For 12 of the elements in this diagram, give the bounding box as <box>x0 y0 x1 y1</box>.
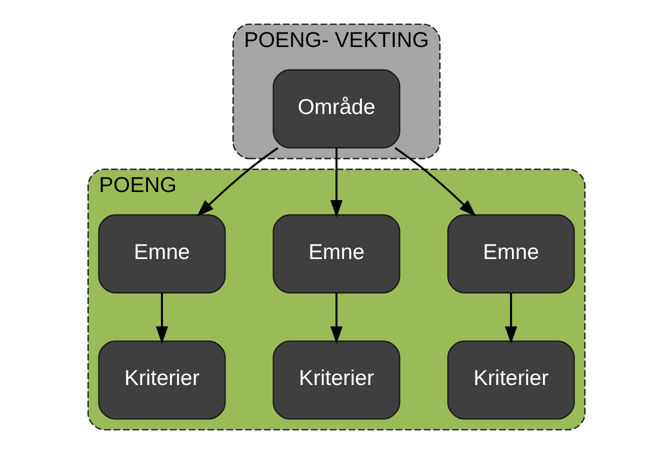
arrow <box>504 292 517 344</box>
arrow <box>394 147 476 217</box>
arrow <box>330 292 342 344</box>
node-box: Kriterier <box>98 340 226 420</box>
node-box: Emne <box>272 214 400 294</box>
node-box: Emne <box>98 214 226 294</box>
node-box: Kriterier <box>446 340 574 420</box>
node-box: Område <box>272 69 400 148</box>
node-box: Kriterier <box>272 340 400 420</box>
node-box: Emne <box>446 214 574 294</box>
arrow <box>155 292 168 344</box>
arrow <box>196 147 278 217</box>
